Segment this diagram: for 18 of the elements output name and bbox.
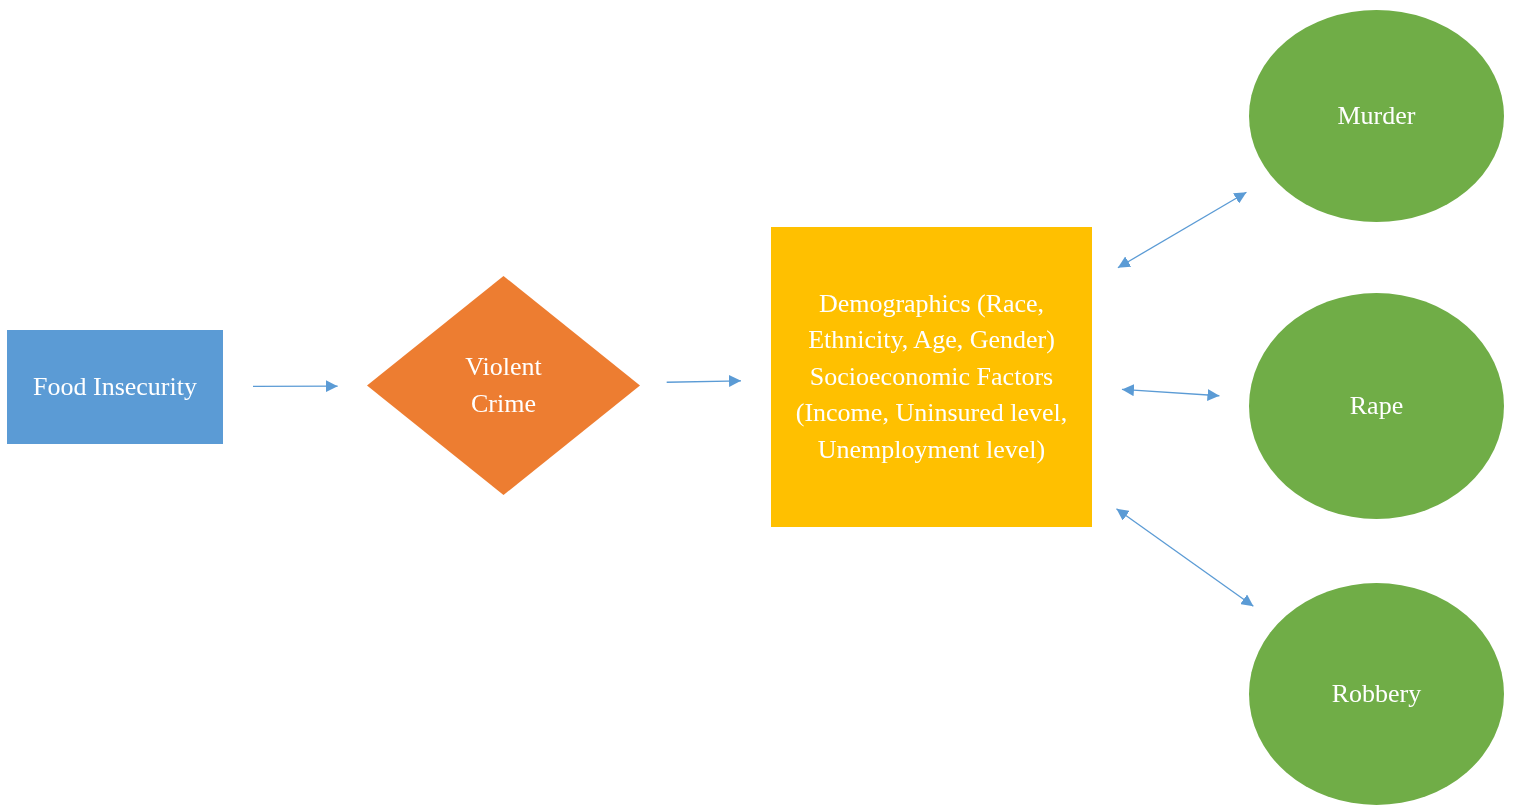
outcome-ellipse [1249, 10, 1504, 222]
arrow [1121, 384, 1221, 401]
decision-diamond [367, 276, 640, 495]
node-text: Violent Crime [464, 351, 543, 420]
outcome-ellipse [1249, 293, 1504, 519]
arrow [666, 375, 742, 387]
arrow [1117, 191, 1248, 269]
node-text: Food Insecurity [33, 370, 197, 403]
process-box [7, 330, 223, 444]
node-text: Socioeconomic Factors (Income, Uninsured level, Unemployment level) [794, 360, 1069, 466]
process-box [771, 227, 1092, 527]
node-text: Rape [1349, 389, 1404, 422]
arrow [252, 380, 339, 393]
node-text: Demographics (Race, Ethnicity, Age, Gender) [807, 288, 1056, 357]
outcome-ellipse [1249, 583, 1504, 805]
node-text: Murder [1337, 99, 1416, 132]
arrow [1115, 508, 1255, 607]
node-text: Robbery [1331, 677, 1422, 710]
